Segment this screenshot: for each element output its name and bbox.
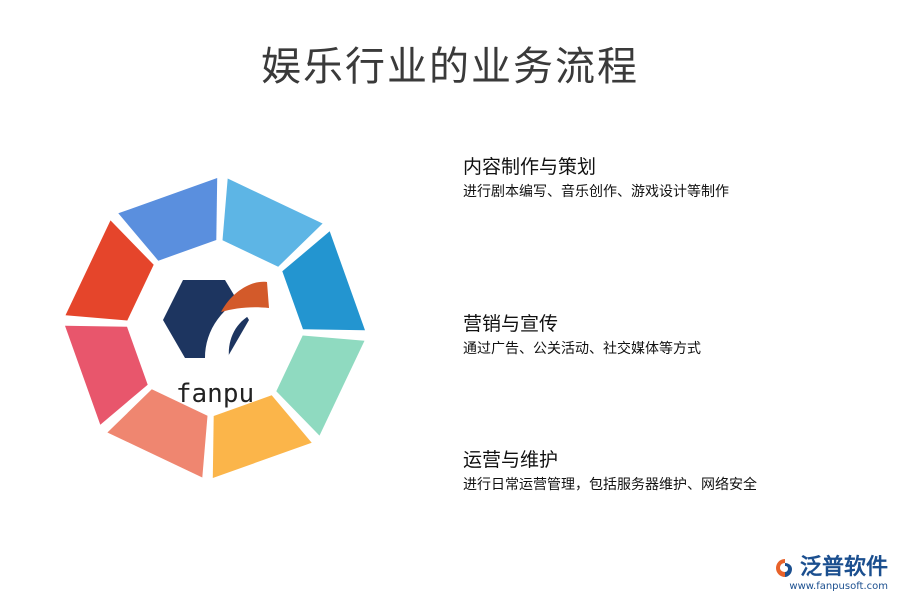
item-description: 通过广告、公关活动、社交媒体等方式: [463, 341, 701, 357]
item-heading: 营销与宣传: [463, 313, 559, 335]
process-item-operations: 运营与维护 进行日常运营管理，包括服务器维护、网络安全: [463, 445, 757, 494]
wheel-segment-7: [65, 220, 154, 321]
wheel-segment-3: [276, 335, 365, 436]
brand-url: www.fanpusoft.com: [789, 581, 888, 592]
item-description: 进行日常运营管理，包括服务器维护、网络安全: [463, 477, 757, 493]
center-logo-text: fanpu: [176, 379, 254, 409]
wheel-segments: [65, 178, 365, 478]
wheel-segment-1: [222, 178, 323, 267]
item-description: 进行剧本编写、音乐创作、游戏设计等制作: [463, 184, 729, 200]
wheel-segment-6: [65, 325, 148, 425]
wheel-segment-5: [107, 389, 208, 478]
process-wheel: fanpu: [65, 178, 365, 478]
wheel-segment-2: [282, 231, 365, 331]
brand-watermark: 泛普软件 www.fanpusoft.com: [774, 549, 888, 592]
fanpu-logo-icon: [163, 280, 269, 358]
item-heading: 内容制作与策划: [463, 156, 597, 178]
item-heading: 运营与维护: [463, 449, 559, 471]
wheel-segment-4: [212, 395, 312, 478]
wheel-segment-8: [118, 178, 218, 261]
page-title: 娱乐行业的业务流程: [261, 44, 639, 90]
process-item-marketing: 营销与宣传 通过广告、公关活动、社交媒体等方式: [463, 309, 701, 358]
brand-name: 泛普软件: [799, 555, 888, 580]
brand-logo-icon: [775, 559, 792, 577]
process-item-content: 内容制作与策划 进行剧本编写、音乐创作、游戏设计等制作: [463, 152, 729, 201]
